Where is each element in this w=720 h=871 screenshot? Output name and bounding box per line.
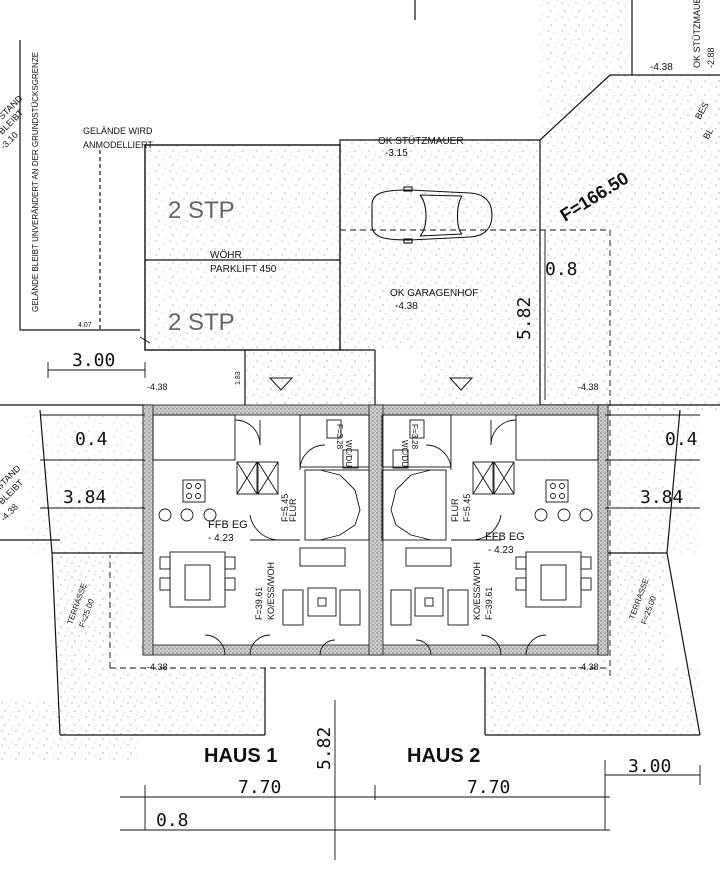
gelaende-bleibt-label: GELÄNDE BLEIBT UNVERÄNDERT AN DER GRUNDS… <box>31 52 40 312</box>
site-lines <box>0 0 720 736</box>
ffb-value-2: - 4.23 <box>488 545 514 556</box>
ok-stuetzmauer-label: OK STÜTZMAUER <box>378 135 464 147</box>
wc-area-2: F=3.28 <box>410 424 419 450</box>
dimension-lines <box>40 230 701 860</box>
dim-384-right: 3.84 <box>640 487 683 508</box>
car-icon <box>371 186 493 244</box>
flur-area-1: F=5.45 <box>280 494 290 522</box>
level-bl: -4.38 <box>147 662 168 672</box>
ffb-value-1: - 4.23 <box>208 533 234 544</box>
stp-label-2: 2 STP <box>168 309 235 336</box>
dim-582-top: 5.82 <box>514 297 535 340</box>
entry-markers <box>268 377 474 391</box>
haus1-interior <box>152 414 370 656</box>
dim-08-top: 0.8 <box>545 259 578 280</box>
ok-stuetzmauer-value: -3.15 <box>385 148 408 159</box>
dim-183: 1.83 <box>235 371 242 385</box>
gelaende-wird-label: GELÄNDE WIRD <box>83 126 153 136</box>
haus-2-title: HAUS 2 <box>407 745 480 767</box>
flur-label-1: FLUR <box>288 498 298 522</box>
koch-label-1: KO/ESS/WOH <box>266 562 276 620</box>
flur-area-2: F=5.45 <box>462 494 472 522</box>
ffb-label-2: FFB EG <box>485 531 525 543</box>
level-438-topright: -4.38 <box>650 62 673 73</box>
dim-582-bottom: 5.82 <box>314 727 335 770</box>
dim-770-a: 7.70 <box>238 777 281 798</box>
wc-area-1: F=3.28 <box>335 424 344 450</box>
stp-label-1: 2 STP <box>168 197 235 224</box>
koch-area-2: F=39.61 <box>484 587 494 620</box>
haus2-interior <box>381 414 599 656</box>
anmodelliert-label: ANMODELLIERT <box>83 140 153 150</box>
dim-300-left: 3.00 <box>72 350 115 371</box>
flur-label-2: FLUR <box>450 498 460 522</box>
ffb-label-1: FFB EG <box>208 519 248 531</box>
ok-garagenhof-label: OK GARAGENHOF <box>390 288 478 299</box>
koch-area-1: F=39.61 <box>254 587 264 620</box>
koch-label-2: KO/ESS/WOH <box>472 562 482 620</box>
dim-08-bottom: 0.8 <box>156 810 189 831</box>
ok-stuetzmauer-right-value: -2.88 <box>706 47 716 68</box>
ok-stuetzmauer-right-label: OK STÜTZMAUER <box>692 0 702 68</box>
dim-384-left: 3.84 <box>63 487 106 508</box>
haus-1-title: HAUS 1 <box>204 745 277 767</box>
bl-label: BL <box>701 126 715 141</box>
dim-407: 4.07 <box>78 322 92 329</box>
woehr-label: WÖHR <box>210 249 242 261</box>
level-br: -4.38 <box>578 662 599 672</box>
ok-garagenhof-value: -4.38 <box>395 301 418 312</box>
terrain-areas <box>0 0 720 760</box>
wc-label-2: WC/DU <box>400 440 409 467</box>
dim-300-right: 3.00 <box>628 756 671 777</box>
house-walls <box>142 404 609 656</box>
level-tl: -4.38 <box>147 382 168 392</box>
wc-label-1: WC/DU <box>344 440 353 467</box>
dim-04-left: 0.4 <box>75 429 108 450</box>
level-tr: -4.38 <box>578 382 599 392</box>
parklift-label: PARKLIFT 450 <box>210 264 277 275</box>
plot-boundary <box>109 229 611 680</box>
dim-04-right: 0.4 <box>665 429 698 450</box>
dim-770-b: 7.70 <box>467 777 510 798</box>
